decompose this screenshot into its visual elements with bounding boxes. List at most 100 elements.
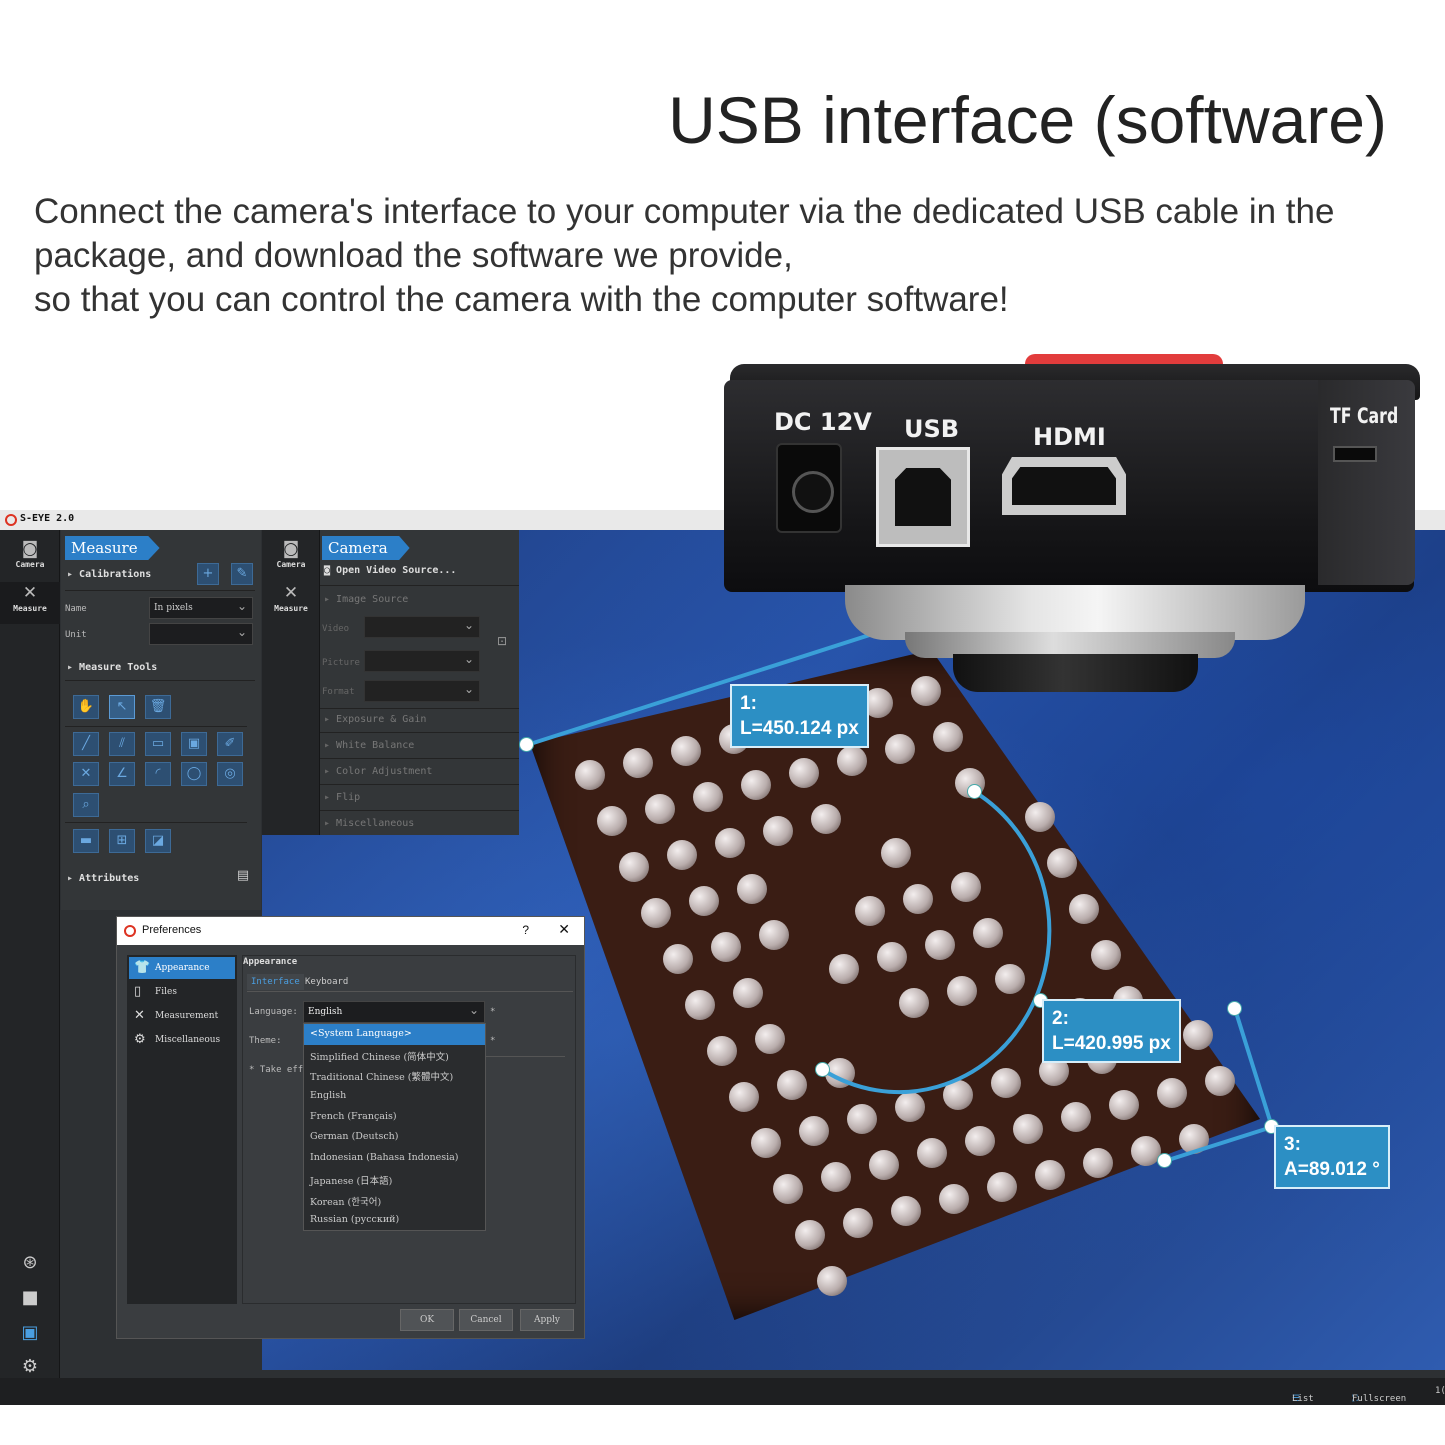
measure-tools-section[interactable]: Measure Tools — [67, 662, 157, 673]
target-tool-icon[interactable]: ◎ — [217, 762, 243, 786]
theme-required-mark: * — [490, 1036, 496, 1046]
solder-ball — [1083, 1148, 1113, 1178]
rail-measure-button[interactable]: ✕ Measure — [0, 582, 60, 624]
rail2-measure-button[interactable]: ✕ Measure — [262, 582, 320, 624]
fill-tool-icon[interactable]: ◪ — [145, 829, 171, 853]
parallel-tool-icon[interactable]: ⫽ — [109, 732, 135, 756]
calibrations-section[interactable]: Calibrations — [67, 569, 151, 580]
solder-ball — [641, 898, 671, 928]
language-dropdown[interactable]: <System Language> Simplified Chinese (简体… — [303, 1023, 486, 1231]
video-icon[interactable]: ■ — [21, 1287, 39, 1308]
pen-tool-icon[interactable]: ✐ — [217, 732, 243, 756]
solder-ball — [817, 1266, 847, 1296]
language-option[interactable]: Japanese (日本語) — [310, 1175, 393, 1187]
language-option[interactable]: Traditional Chinese (繁體中文) — [310, 1072, 454, 1084]
rail-camera-button[interactable]: ◙ Camera — [0, 538, 60, 580]
apply-button[interactable]: Apply — [520, 1309, 574, 1331]
solder-ball — [693, 782, 723, 812]
exposure-section[interactable]: Exposure & Gain — [324, 714, 426, 725]
close-button[interactable]: ✕ — [558, 921, 570, 937]
help-button[interactable]: ? — [522, 923, 529, 937]
zoom-tool-icon[interactable]: ⌕ — [73, 793, 99, 817]
sidebar-item-miscellaneous[interactable]: ⚙Miscellaneous — [134, 1032, 221, 1047]
solder-ball — [1131, 1136, 1161, 1166]
dialog-logo-icon — [124, 925, 136, 937]
sidebar-item-appearance[interactable]: 👕Appearance — [129, 957, 235, 979]
solder-ball — [965, 1126, 995, 1156]
solder-ball — [891, 1196, 921, 1226]
add-calibration-icon[interactable]: + — [197, 563, 219, 585]
line-tool-icon[interactable]: ╱ — [73, 732, 99, 756]
cross-tool-icon[interactable]: ✕ — [73, 762, 99, 786]
language-select[interactable]: English — [303, 1001, 485, 1023]
rail2-camera-button[interactable]: ◙ Camera — [262, 538, 320, 580]
picture-select[interactable] — [364, 650, 480, 672]
solder-ball — [763, 816, 793, 846]
format-select[interactable] — [364, 680, 480, 702]
cancel-button[interactable]: Cancel — [459, 1309, 513, 1331]
solder-ball — [733, 978, 763, 1008]
video-select[interactable] — [364, 616, 480, 638]
measure-point[interactable] — [519, 737, 534, 752]
description-line-2: package, and download the software we pr… — [34, 236, 793, 275]
solder-ball — [711, 932, 741, 962]
open-video-source[interactable]: ◙ Open Video Source... — [324, 565, 457, 576]
name-select[interactable]: In pixels — [149, 597, 253, 619]
sidebar-item-files[interactable]: ▯Files — [134, 984, 177, 999]
misc-section[interactable]: Miscellaneous — [324, 818, 414, 829]
save-icon[interactable]: ▤ — [236, 868, 250, 883]
export-tool-icon[interactable]: ▬ — [73, 829, 99, 853]
language-option[interactable]: Korean (한국어) — [310, 1196, 382, 1208]
rect-tool-icon[interactable]: ▭ — [145, 732, 171, 756]
hand-tool-icon[interactable]: ✋ — [73, 695, 99, 719]
edit-calibration-icon[interactable]: ✎ — [231, 563, 253, 585]
pointer-tool-icon[interactable]: ↖ — [109, 695, 135, 719]
measure-label-3[interactable]: 3: A=89.012 ° — [1274, 1125, 1390, 1189]
lock-icon[interactable]: ⊡ — [496, 634, 508, 648]
sidebar-item-measurement[interactable]: ✕Measurement — [134, 1008, 219, 1023]
measure-tab[interactable]: Measure — [65, 536, 160, 560]
tab-interface[interactable]: Interface — [247, 974, 304, 990]
language-option[interactable]: Russian (русский) — [310, 1214, 400, 1226]
language-option[interactable]: German (Deutsch) — [310, 1131, 399, 1143]
language-option[interactable]: Simplified Chinese (简体中文) — [310, 1051, 449, 1063]
measure-line-1[interactable] — [526, 620, 911, 747]
measure-point[interactable] — [815, 1062, 830, 1077]
arc-tool-icon[interactable]: ◜ — [145, 762, 171, 786]
solder-ball — [947, 976, 977, 1006]
color-adjustment-section[interactable]: Color Adjustment — [324, 766, 432, 777]
delete-tool-icon[interactable]: 🗑 — [145, 695, 171, 719]
camera-tab[interactable]: Camera — [322, 536, 410, 560]
tab-keyboard[interactable]: Keyboard — [305, 977, 349, 987]
image-icon[interactable]: ▣ — [21, 1322, 39, 1343]
solder-ball — [737, 874, 767, 904]
frame-tool-icon[interactable]: ⊞ — [109, 829, 135, 853]
attributes-section[interactable]: Attributes — [67, 873, 139, 884]
camera-panel: Camera ◙ Open Video Source... Image Sour… — [320, 530, 519, 835]
language-option[interactable]: French (Français) — [310, 1110, 397, 1122]
gear-icon[interactable]: ⚙ — [21, 1356, 39, 1377]
measure-label-2[interactable]: 2: L=420.995 px — [1042, 999, 1181, 1063]
measure-point[interactable] — [967, 784, 982, 799]
white-balance-section[interactable]: White Balance — [324, 740, 414, 751]
measure-point[interactable] — [1227, 1001, 1242, 1016]
measure-label-1[interactable]: 1: L=450.124 px — [730, 684, 869, 748]
unit-select[interactable] — [149, 623, 253, 645]
aperture-icon[interactable]: ⊛ — [22, 1252, 38, 1273]
angle-tool-icon[interactable]: ∠ — [109, 762, 135, 786]
theme-label: Theme: — [249, 1036, 282, 1046]
ok-button[interactable]: OK — [400, 1309, 454, 1331]
box-tool-icon[interactable]: ▣ — [181, 732, 207, 756]
measure-angle-3[interactable] — [1164, 1008, 1275, 1163]
image-source-section[interactable]: Image Source — [324, 594, 408, 605]
measure-point[interactable] — [1157, 1153, 1172, 1168]
flip-section[interactable]: Flip — [324, 792, 360, 803]
solder-ball — [663, 944, 693, 974]
language-option[interactable]: Indonesian (Bahasa Indonesia) — [310, 1152, 459, 1164]
language-option[interactable]: <System Language> — [304, 1024, 485, 1045]
language-option[interactable]: English — [310, 1090, 347, 1102]
usb-label: USB — [904, 415, 960, 443]
circle-tool-icon[interactable]: ◯ — [181, 762, 207, 786]
measure-arc-2[interactable] — [821, 790, 1052, 1095]
solder-ball — [855, 896, 885, 926]
